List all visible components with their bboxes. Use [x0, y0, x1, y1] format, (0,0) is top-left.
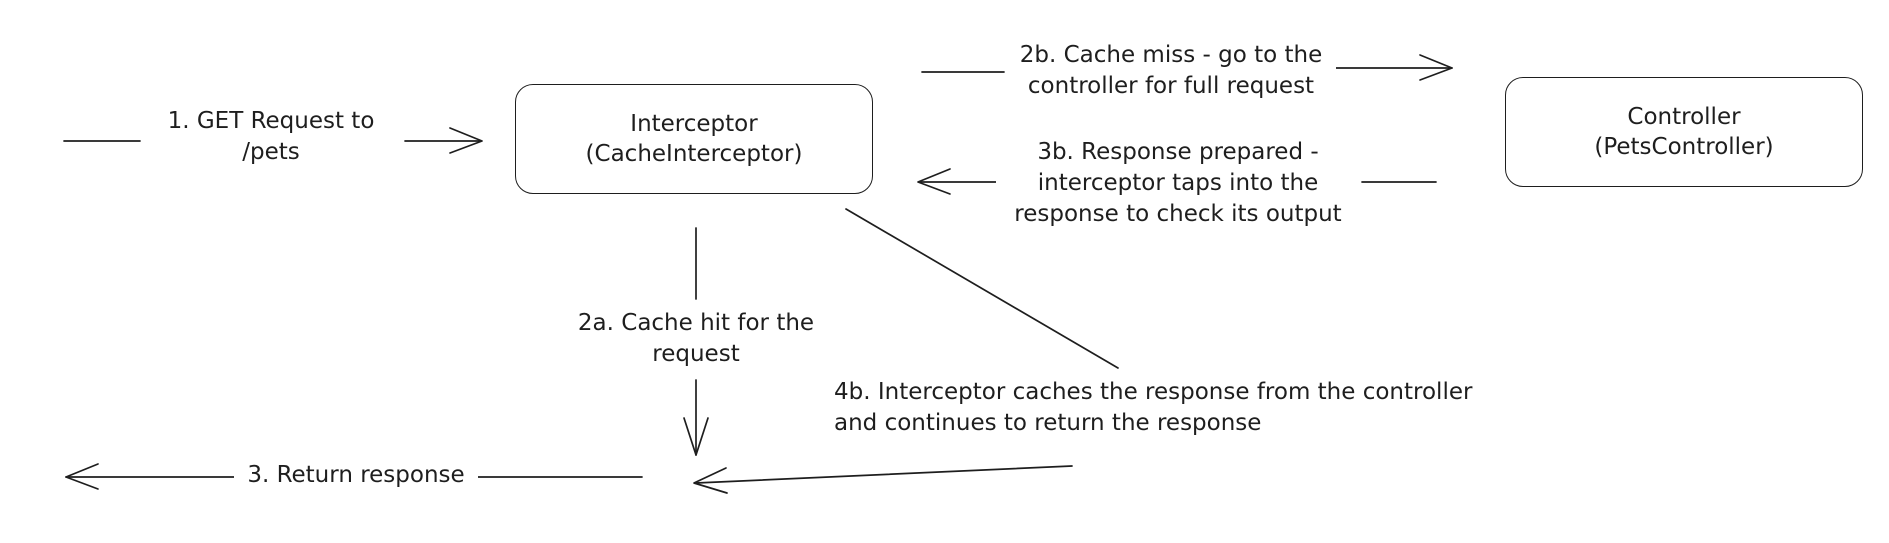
- step-2b-label: 2b. Cache miss - go to the controller fo…: [1006, 40, 1336, 102]
- arrow-get-request: [63, 127, 483, 154]
- step-1-line-2: /pets: [242, 139, 300, 165]
- controller-title: Controller: [1627, 104, 1741, 130]
- step-3b-label: 3b. Response prepared - interceptor taps…: [996, 137, 1360, 230]
- step-4b-line-2: and continues to return the response: [834, 410, 1262, 436]
- interceptor-subtitle: (CacheInterceptor): [585, 141, 803, 167]
- step-2a-label: 2a. Cache hit for the request: [556, 308, 836, 370]
- step-4b-line-1: 4b. Interceptor caches the response from…: [834, 379, 1473, 405]
- step-3-line-1: 3. Return response: [247, 462, 465, 488]
- interceptor-title: Interceptor: [630, 111, 758, 137]
- step-1-label: 1. GET Request to /pets: [146, 106, 396, 168]
- arrow-cache-miss: [921, 54, 1453, 81]
- arrow-cache-response: [693, 208, 1119, 494]
- step-4b-label: 4b. Interceptor caches the response from…: [834, 377, 1534, 439]
- step-2b-line-1: 2b. Cache miss - go to the: [1019, 42, 1323, 68]
- arrow-response-prepared: [917, 168, 1437, 195]
- step-3-label: 3. Return response: [234, 460, 478, 491]
- controller-node[interactable]: Controller (PetsController): [1505, 77, 1863, 187]
- step-2a-line-2: request: [652, 341, 740, 367]
- step-3b-line-3: response to check its output: [1014, 201, 1342, 227]
- interceptor-node[interactable]: Interceptor (CacheInterceptor): [515, 84, 873, 194]
- step-1-line-1: 1. GET Request to: [167, 108, 375, 134]
- arrow-cache-hit: [683, 227, 709, 456]
- step-2b-line-2: controller for full request: [1027, 73, 1315, 99]
- step-3b-line-2: interceptor taps into the: [1037, 170, 1319, 196]
- controller-subtitle: (PetsController): [1594, 134, 1774, 160]
- step-3b-line-1: 3b. Response prepared -: [1037, 139, 1319, 165]
- step-2a-line-1: 2a. Cache hit for the: [577, 310, 815, 336]
